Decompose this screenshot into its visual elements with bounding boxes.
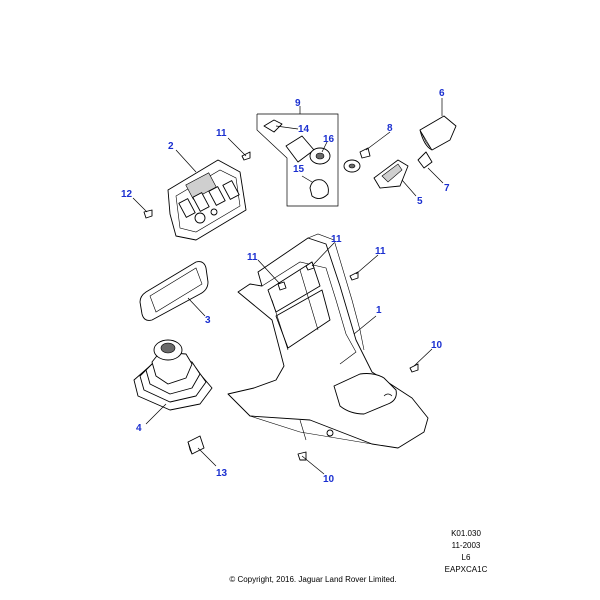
callout-10a: 10 xyxy=(431,340,443,351)
callout-2: 2 xyxy=(168,141,174,152)
callout-4: 4 xyxy=(136,423,142,434)
fastener-10a xyxy=(409,363,419,373)
leader-lines xyxy=(132,98,444,475)
callout-16: 16 xyxy=(323,134,335,145)
callout-11a: 11 xyxy=(216,128,227,139)
callout-15: 15 xyxy=(293,164,305,175)
ref-code: EAPXCA1C xyxy=(445,565,488,574)
callout-11b: 11 xyxy=(331,234,342,245)
ref-date: 11-2003 xyxy=(452,541,481,550)
part-2-switch-panel xyxy=(167,159,247,241)
callout-9: 9 xyxy=(295,98,301,109)
callout-6: 6 xyxy=(439,88,445,99)
ref-engine: L6 xyxy=(462,553,471,562)
part-5-lighter-housing xyxy=(373,159,409,189)
fastener-11b xyxy=(305,261,315,271)
fastener-12 xyxy=(143,209,153,219)
callout-14: 14 xyxy=(298,124,310,135)
callout-13: 13 xyxy=(216,468,228,479)
part-6-cover xyxy=(419,115,457,151)
callout-12: 12 xyxy=(121,189,133,200)
fastener-8 xyxy=(359,147,371,159)
part-7-clip xyxy=(417,151,433,169)
callout-1: 1 xyxy=(376,305,382,316)
callout-5: 5 xyxy=(417,196,423,207)
reference-block: K01.030 11-2003 L6 EAPXCA1C xyxy=(445,529,488,574)
callout-7: 7 xyxy=(444,183,450,194)
callout-3: 3 xyxy=(205,315,211,326)
part-3-trim-pad xyxy=(139,261,209,321)
callout-11c: 11 xyxy=(375,246,386,257)
callout-8: 8 xyxy=(387,123,393,134)
part-1-console xyxy=(227,233,429,449)
part-9-inset-box xyxy=(256,113,361,207)
part-13-bracket xyxy=(187,435,205,455)
callout-labels: 1 2 3 4 5 6 7 8 9 10 10 11 11 11 11 12 1… xyxy=(121,88,450,485)
ref-number: K01.030 xyxy=(451,529,481,538)
part-4-gaiter xyxy=(133,339,213,411)
callout-11d: 11 xyxy=(247,252,258,263)
callout-10b: 10 xyxy=(323,474,335,485)
copyright: © Copyright, 2016. Jaguar Land Rover Lim… xyxy=(229,575,396,584)
